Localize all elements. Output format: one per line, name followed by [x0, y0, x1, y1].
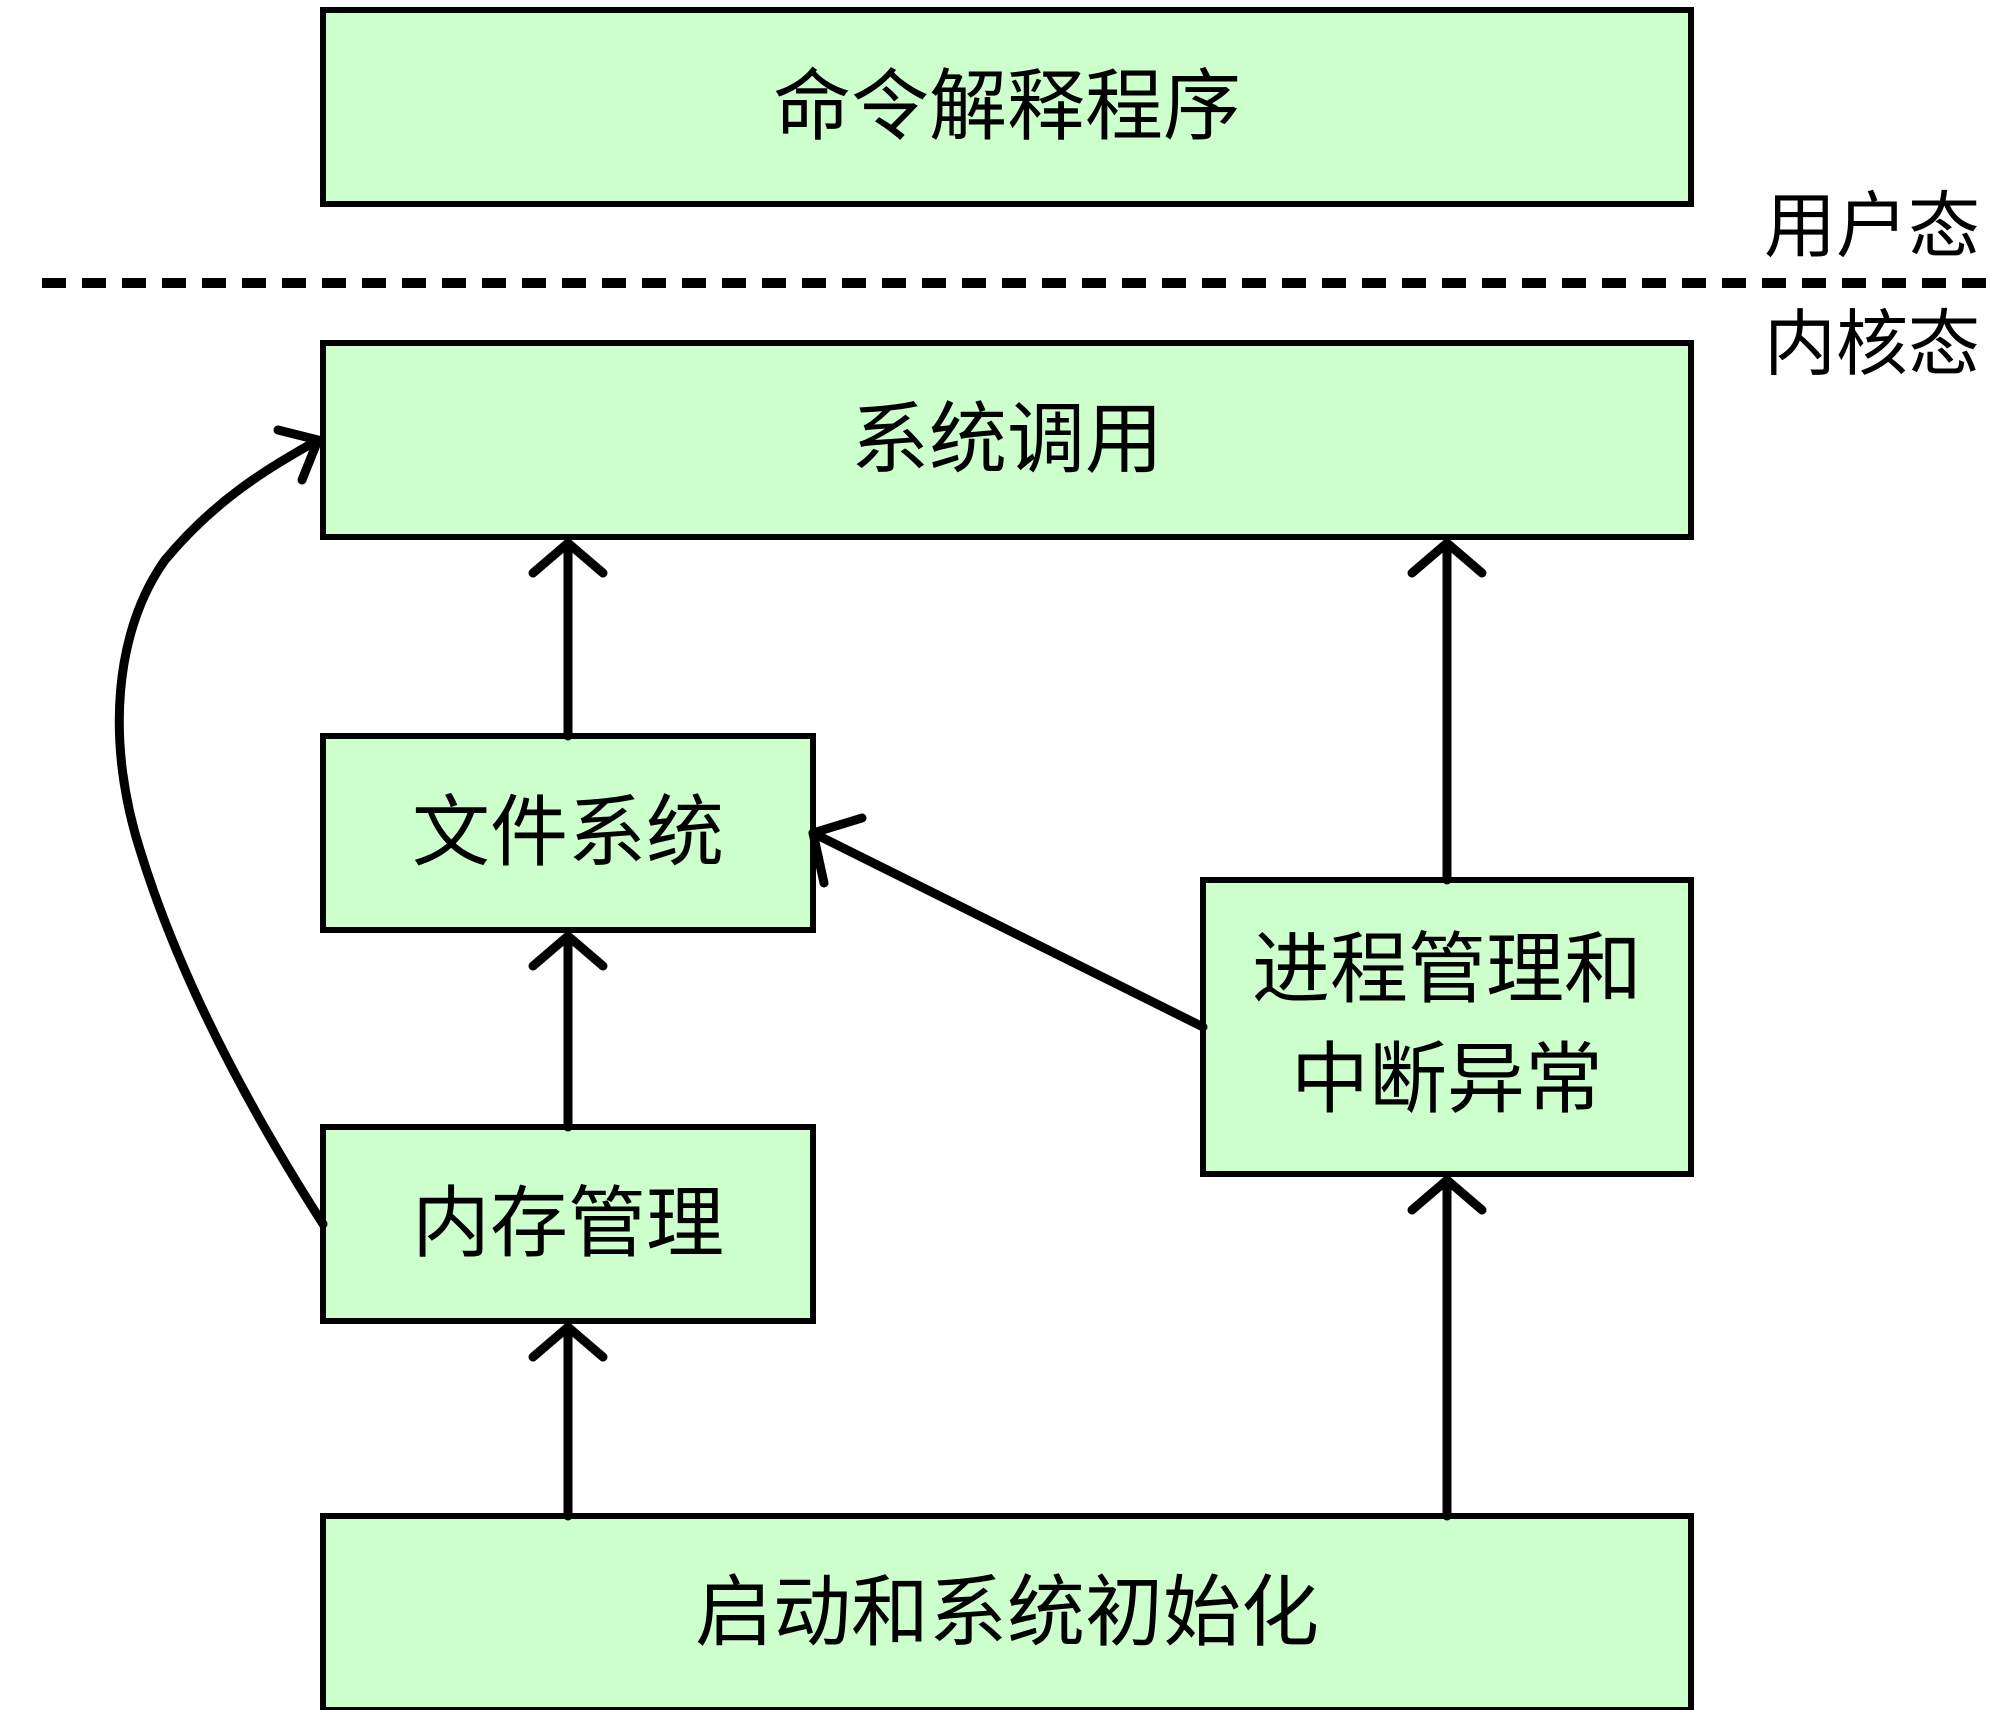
node-system-call: 系统调用 [320, 340, 1694, 540]
user-mode-label: 用户态 [1764, 184, 1980, 268]
arrow-boot-to-memory [528, 1322, 608, 1521]
node-file-system-label: 文件系统 [412, 788, 724, 878]
arrow-process-to-file-system [808, 813, 1208, 1032]
node-process-management: 进程管理和 中断异常 [1200, 877, 1694, 1177]
node-boot-init-label: 启动和系统初始化 [695, 1568, 1319, 1658]
node-command-interpreter: 命令解释程序 [320, 7, 1694, 207]
node-memory-management: 内存管理 [320, 1124, 816, 1324]
arrow-boot-to-process [1407, 1175, 1487, 1521]
kernel-mode-label: 内核态 [1764, 302, 1980, 386]
node-memory-management-label: 内存管理 [412, 1179, 724, 1269]
node-command-interpreter-label: 命令解释程序 [773, 62, 1241, 152]
node-file-system: 文件系统 [320, 733, 816, 933]
node-process-management-label-line2: 中断异常 [1291, 1035, 1603, 1125]
arrow-process-to-system-call [1407, 538, 1487, 885]
arrow-memory-to-system-call [114, 425, 328, 1229]
node-process-management-label-line1: 进程管理和 [1252, 925, 1642, 1015]
arrow-memory-to-file-system [528, 931, 608, 1132]
arrow-file-system-to-system-call [528, 538, 608, 741]
node-system-call-label: 系统调用 [851, 395, 1163, 485]
node-boot-init: 启动和系统初始化 [320, 1513, 1694, 1710]
